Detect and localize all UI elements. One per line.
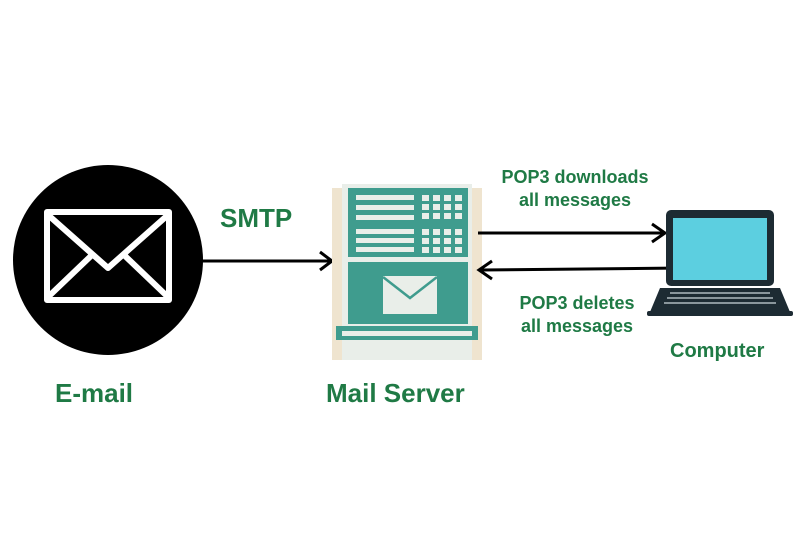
pop3-delete-line2: all messages <box>520 316 634 336</box>
pop3-download-line2: all messages <box>518 190 632 210</box>
pop3-delete-label: POP3 deletes all messages <box>497 292 657 338</box>
smtp-label: SMTP <box>220 203 293 233</box>
pop3-download-label: POP3 downloads all messages <box>486 166 664 212</box>
envelope-icon <box>13 165 203 355</box>
laptop-icon <box>647 210 793 316</box>
computer-label: Computer <box>670 340 765 362</box>
mail-server-label: Mail Server <box>326 378 465 408</box>
pop3-delete-arrow <box>476 259 684 281</box>
email-label: E-mail <box>55 378 134 408</box>
pop3-download-arrow <box>478 222 668 244</box>
smtp-arrow <box>200 250 335 272</box>
server-icon <box>332 184 482 360</box>
pop3-download-line1: POP3 downloads <box>501 167 649 187</box>
pop3-delete-line1: POP3 deletes <box>519 293 635 313</box>
